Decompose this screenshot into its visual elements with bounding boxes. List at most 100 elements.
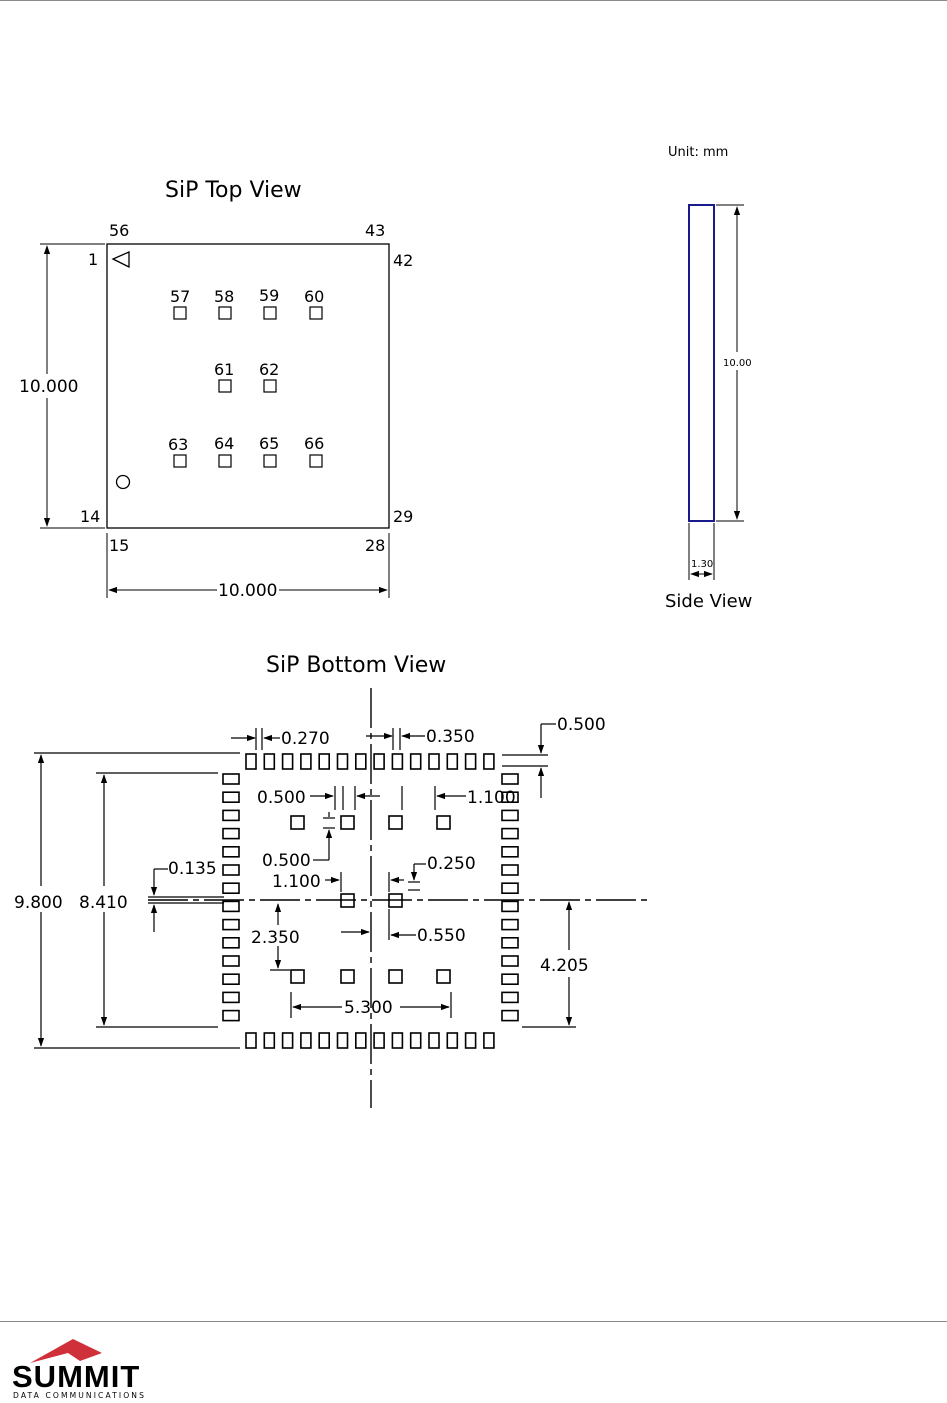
unit-label: Unit: mm bbox=[668, 145, 728, 160]
pad-63 bbox=[174, 455, 186, 467]
top-width-dim: 10.000 bbox=[218, 581, 277, 601]
perimeter-pad bbox=[502, 810, 518, 820]
perimeter-pad bbox=[502, 920, 518, 930]
perimeter-pad bbox=[338, 1033, 348, 1048]
perimeter-pad bbox=[301, 754, 311, 769]
pin-label-58: 58 bbox=[214, 287, 234, 306]
perimeter-pad bbox=[223, 829, 239, 839]
pad-65 bbox=[264, 455, 276, 467]
perimeter-pad bbox=[338, 754, 348, 769]
perimeter-pad bbox=[447, 1033, 457, 1048]
perimeter-pad bbox=[356, 1033, 366, 1048]
perimeter-pad bbox=[392, 754, 402, 769]
dim-1-100-b: 1.100 bbox=[272, 872, 321, 892]
perimeter-pad bbox=[223, 1011, 239, 1021]
perimeter-pad bbox=[223, 792, 239, 802]
bottom-view-title: SiP Bottom View bbox=[266, 653, 446, 678]
pin-label-42: 42 bbox=[393, 251, 413, 270]
inner-pad bbox=[291, 816, 304, 829]
perimeter-pad bbox=[223, 883, 239, 893]
dim-0-550: 0.550 bbox=[417, 926, 466, 946]
perimeter-pad bbox=[223, 901, 239, 911]
inner-pad bbox=[389, 816, 402, 829]
perimeter-pad bbox=[319, 1033, 329, 1048]
perimeter-pad bbox=[466, 1033, 476, 1048]
top-view-outline bbox=[107, 244, 389, 528]
pad-57 bbox=[174, 307, 186, 319]
pin1-triangle-icon bbox=[113, 252, 129, 267]
pin-label-66: 66 bbox=[304, 434, 324, 453]
perimeter-pad bbox=[356, 754, 366, 769]
pin-label-61: 61 bbox=[214, 360, 234, 379]
perimeter-pad bbox=[502, 774, 518, 784]
pad-61 bbox=[219, 380, 231, 392]
perimeter-pad bbox=[502, 901, 518, 911]
perimeter-pad bbox=[502, 1011, 518, 1021]
dim-8-410: 8.410 bbox=[79, 893, 128, 913]
perimeter-pad bbox=[223, 992, 239, 1002]
top-height-dim: 10.000 bbox=[19, 377, 78, 397]
perimeter-pad bbox=[502, 974, 518, 984]
dim-0-270: 0.270 bbox=[281, 729, 330, 749]
dim-0-500-pitch: 0.500 bbox=[557, 715, 606, 735]
pad-64 bbox=[219, 455, 231, 467]
perimeter-pad bbox=[429, 754, 439, 769]
dim-9-800: 9.800 bbox=[14, 893, 63, 913]
dim-0-350: 0.350 bbox=[426, 727, 475, 747]
inner-pad bbox=[437, 816, 450, 829]
pin-label-14: 14 bbox=[80, 507, 100, 526]
perimeter-pad bbox=[223, 956, 239, 966]
perimeter-pad bbox=[466, 754, 476, 769]
perimeter-pad bbox=[502, 956, 518, 966]
perimeter-pad bbox=[411, 1033, 421, 1048]
dim-0-250: 0.250 bbox=[427, 854, 476, 874]
pin-label-28: 28 bbox=[365, 536, 385, 555]
dim-5-300: 5.300 bbox=[344, 998, 393, 1018]
perimeter-pad bbox=[502, 829, 518, 839]
dim-0-135: 0.135 bbox=[168, 859, 217, 879]
side-thickness-dim: 1.30 bbox=[691, 559, 713, 570]
side-length-dim: 10.00 bbox=[723, 358, 752, 369]
inner-pad bbox=[437, 970, 450, 983]
inner-pad bbox=[389, 970, 402, 983]
perimeter-pad bbox=[411, 754, 421, 769]
dim-0-500-b: 0.500 bbox=[262, 851, 311, 871]
perimeter-pad bbox=[374, 754, 384, 769]
pin-label-62: 62 bbox=[259, 360, 279, 379]
pin-label-65: 65 bbox=[259, 434, 279, 453]
pin-label-59: 59 bbox=[259, 286, 279, 305]
top-view: SiP Top View 56 43 1 42 14 29 15 28 57 5… bbox=[19, 178, 413, 601]
pad-66 bbox=[310, 455, 322, 467]
dim-4-205: 4.205 bbox=[540, 956, 589, 976]
perimeter-pad bbox=[447, 754, 457, 769]
perimeter-pad bbox=[374, 1033, 384, 1048]
perimeter-pad bbox=[223, 938, 239, 948]
inner-pad bbox=[341, 816, 354, 829]
pin-label-1: 1 bbox=[88, 250, 98, 269]
perimeter-pad bbox=[319, 754, 329, 769]
top-view-title: SiP Top View bbox=[165, 178, 302, 203]
perimeter-pad bbox=[283, 1033, 293, 1048]
dim-0-500-a: 0.500 bbox=[257, 788, 306, 808]
perimeter-pad bbox=[223, 974, 239, 984]
perimeter-pad bbox=[246, 1033, 256, 1048]
logo-tagline: DATA COMMUNICATIONS bbox=[13, 1391, 146, 1400]
logo-name: SUMMIT bbox=[12, 1359, 140, 1395]
perimeter-pad bbox=[484, 754, 494, 769]
orientation-circle-icon bbox=[117, 476, 130, 489]
perimeter-pad bbox=[223, 810, 239, 820]
side-view-title: Side View bbox=[665, 591, 752, 612]
dim-1-100-a: 1.100 bbox=[467, 788, 516, 808]
perimeter-pad bbox=[502, 883, 518, 893]
perimeter-pad bbox=[301, 1033, 311, 1048]
inner-pad bbox=[341, 970, 354, 983]
perimeter-pad bbox=[283, 754, 293, 769]
dim-2-350: 2.350 bbox=[251, 928, 300, 948]
perimeter-pad bbox=[429, 1033, 439, 1048]
pad-62 bbox=[264, 380, 276, 392]
pad-59 bbox=[264, 307, 276, 319]
bottom-view: SiP Bottom View 0.270 0.350 bbox=[14, 653, 650, 1108]
perimeter-pad bbox=[223, 865, 239, 875]
perimeter-pad bbox=[223, 920, 239, 930]
